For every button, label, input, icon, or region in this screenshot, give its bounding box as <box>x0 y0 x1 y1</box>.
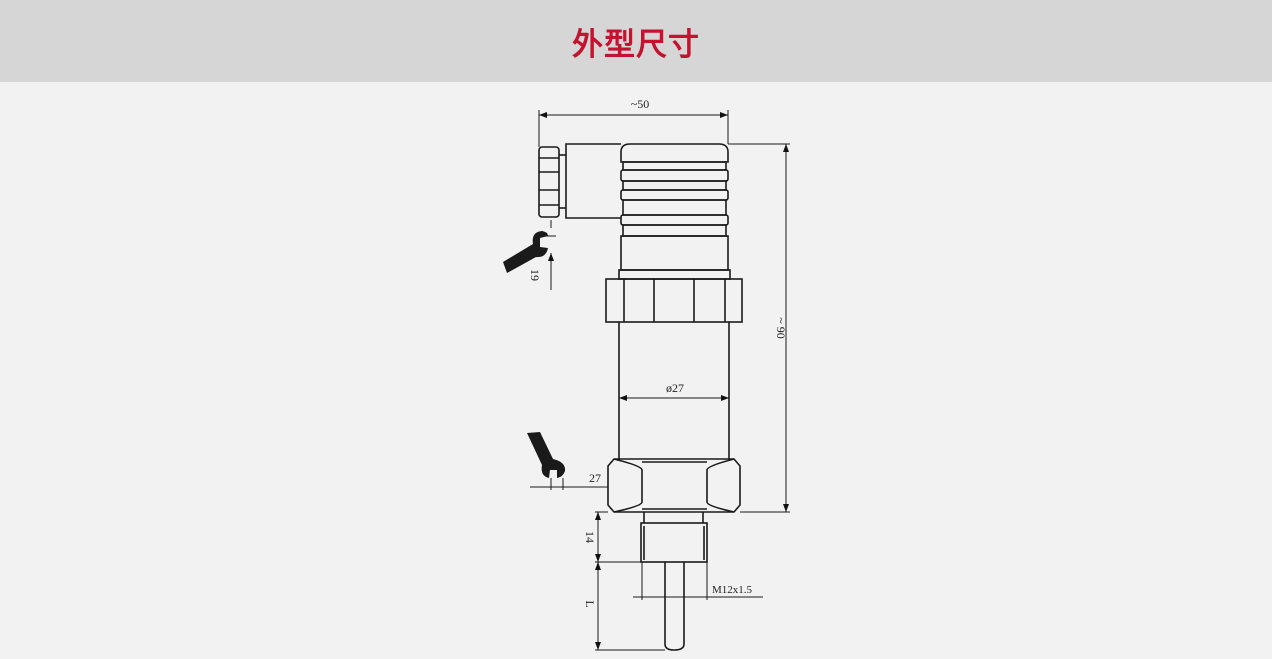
hex-nut <box>607 458 741 513</box>
hex-label: 27 <box>589 471 601 485</box>
wrench-top-label: 19 <box>528 269 542 281</box>
probe-length-label: L <box>583 600 597 607</box>
width-label: ~50 <box>631 97 650 111</box>
sensor-body <box>618 322 730 460</box>
wrench-icon <box>503 231 566 478</box>
thread-length-label: 14 <box>583 531 597 543</box>
connector-plug <box>538 143 621 219</box>
probe <box>664 562 685 651</box>
header-bar: 外型尺寸 <box>0 0 1272 82</box>
thread-label: M12x1.5 <box>712 584 753 596</box>
page-title: 外型尺寸 <box>572 26 700 63</box>
thread <box>640 512 708 563</box>
housing-cap <box>618 143 731 280</box>
body-diameter-label: ø27 <box>666 381 684 395</box>
union-nut <box>605 278 743 323</box>
height-label: ~ 90 <box>774 317 788 339</box>
